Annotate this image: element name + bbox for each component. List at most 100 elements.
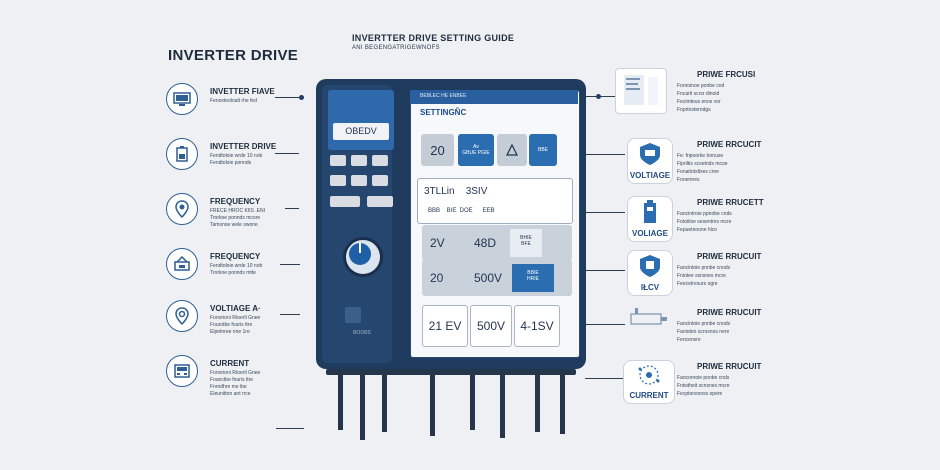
left-callout-title: FREQUENCY: [210, 197, 261, 206]
right-callout-title: PRIWE RRUCUIT: [697, 252, 762, 261]
readout-subline: BBB BIE DOE EEB: [428, 208, 495, 214]
setting-row[interactable]: [422, 225, 572, 261]
left-callout-title: INVETTER FIAVE: [210, 87, 275, 96]
cable: [338, 372, 343, 430]
right-callout-6: CURRENT PRIWE RRUCUIT Fanconroie ponbe c…: [615, 360, 785, 410]
connector-line: [585, 96, 617, 97]
card-label: VOLTIAGE: [629, 171, 671, 180]
monitor-icon: [166, 83, 198, 115]
control-button[interactable]: [372, 175, 388, 186]
knob-center: [349, 243, 371, 265]
control-button[interactable]: [330, 196, 346, 207]
voltage-card: VOLIAGE: [627, 196, 673, 242]
document-card: [615, 68, 667, 114]
battery-icon: [166, 138, 198, 170]
setting-tile[interactable]: BBE: [529, 134, 557, 166]
row-value: 20: [430, 271, 444, 285]
screen-topbar: [410, 90, 578, 104]
right-callout-3: VOLIAGE PRIWE RRUCETT Fancintroie ppnobe…: [615, 196, 785, 246]
readout-line: 3TLLin 3SIV: [424, 186, 488, 197]
setting-title: SETTINGÑC: [420, 108, 467, 117]
gauge-icon: [166, 193, 198, 225]
current-card: CURRENT: [623, 360, 675, 404]
topbar-text: BEBLEC HE ENBEE: [420, 93, 467, 99]
connector-line: [585, 154, 625, 155]
value-tile[interactable]: 21 EV: [422, 305, 468, 347]
left-callout-title: VOLTIAGE A·: [210, 304, 261, 313]
right-callout-4: IŁCV PRIWE RRUCUIT Fancintoie pnnbe cnod…: [615, 250, 785, 300]
left-display-value: OBEDV: [333, 123, 389, 140]
connector-line: [275, 97, 299, 98]
control-button[interactable]: [330, 175, 346, 186]
guide-title: INVERTTER DRIVE SETTING GUIDE: [352, 33, 515, 43]
connector-line: [285, 208, 299, 209]
connector-line: [280, 264, 300, 265]
card-label: IŁCV: [640, 283, 660, 292]
page-title: INVERTER DRIVE: [168, 47, 299, 64]
right-callout-title: PRIWE RRUCUIT: [697, 362, 762, 371]
row-chip-active[interactable]: BBIE HRIE: [512, 264, 554, 292]
connector-dot: [596, 94, 601, 99]
right-callout-2: VOLTIAGE PRIWE RRCUCIT Fe: fnpoorke torn…: [615, 138, 785, 188]
card-label: CURRENT: [629, 391, 669, 400]
setting-tile-triangle[interactable]: [497, 134, 527, 166]
control-button[interactable]: [351, 175, 367, 186]
value-tile[interactable]: 500V: [470, 305, 512, 347]
cable: [535, 372, 540, 432]
connector-dot: [299, 95, 304, 100]
battery-icon: [644, 200, 656, 223]
shield-icon: [640, 255, 660, 277]
network-icon: [638, 365, 660, 385]
current-card: IŁCV: [627, 250, 673, 296]
cable: [470, 372, 475, 430]
control-button[interactable]: [372, 155, 388, 166]
frequency-icon: [166, 248, 198, 280]
setting-tile-active[interactable]: Av GBUE PGIE: [458, 134, 494, 166]
device-base: [326, 369, 576, 375]
guide-subtitle: ANI BEGENGATRIGEWNOFS: [352, 45, 440, 51]
plug-icon: [630, 308, 667, 325]
row-chip[interactable]: BHIE BFE: [510, 229, 542, 257]
left-callout-title: INVETTER DRIVE: [210, 142, 277, 151]
lcd-label: BOOBS: [353, 330, 371, 336]
shield-icon: [640, 143, 660, 165]
knob-pointer: [359, 243, 361, 253]
connector-line: [585, 270, 625, 271]
control-button-wide[interactable]: [367, 196, 393, 207]
control-button[interactable]: [344, 196, 360, 207]
cable: [430, 372, 435, 436]
value-tile[interactable]: 4-1SV: [514, 305, 560, 347]
readout-panel: [417, 178, 573, 224]
setting-tile[interactable]: 20: [421, 134, 454, 166]
cable: [360, 372, 365, 440]
connector-line: [585, 324, 625, 325]
right-callout-title: PRIWE FRCUSI: [697, 70, 756, 79]
cable: [500, 372, 505, 438]
triangle-icon: [506, 143, 518, 156]
left-callout-title: FREQUENCY: [210, 252, 261, 261]
voltage-icon: [166, 300, 198, 332]
right-callout-title: PRIWE RRCUCIT: [697, 140, 762, 149]
current-icon: [166, 355, 198, 387]
cable: [382, 372, 387, 432]
left-callout-title: CURRENT: [210, 359, 250, 368]
control-button[interactable]: [351, 155, 367, 166]
left-callout-desc: Fenoxteoloalt rhe fed: [210, 98, 257, 104]
lcd-icon: [345, 307, 361, 323]
connector-line: [280, 314, 300, 315]
control-button[interactable]: [330, 155, 346, 166]
